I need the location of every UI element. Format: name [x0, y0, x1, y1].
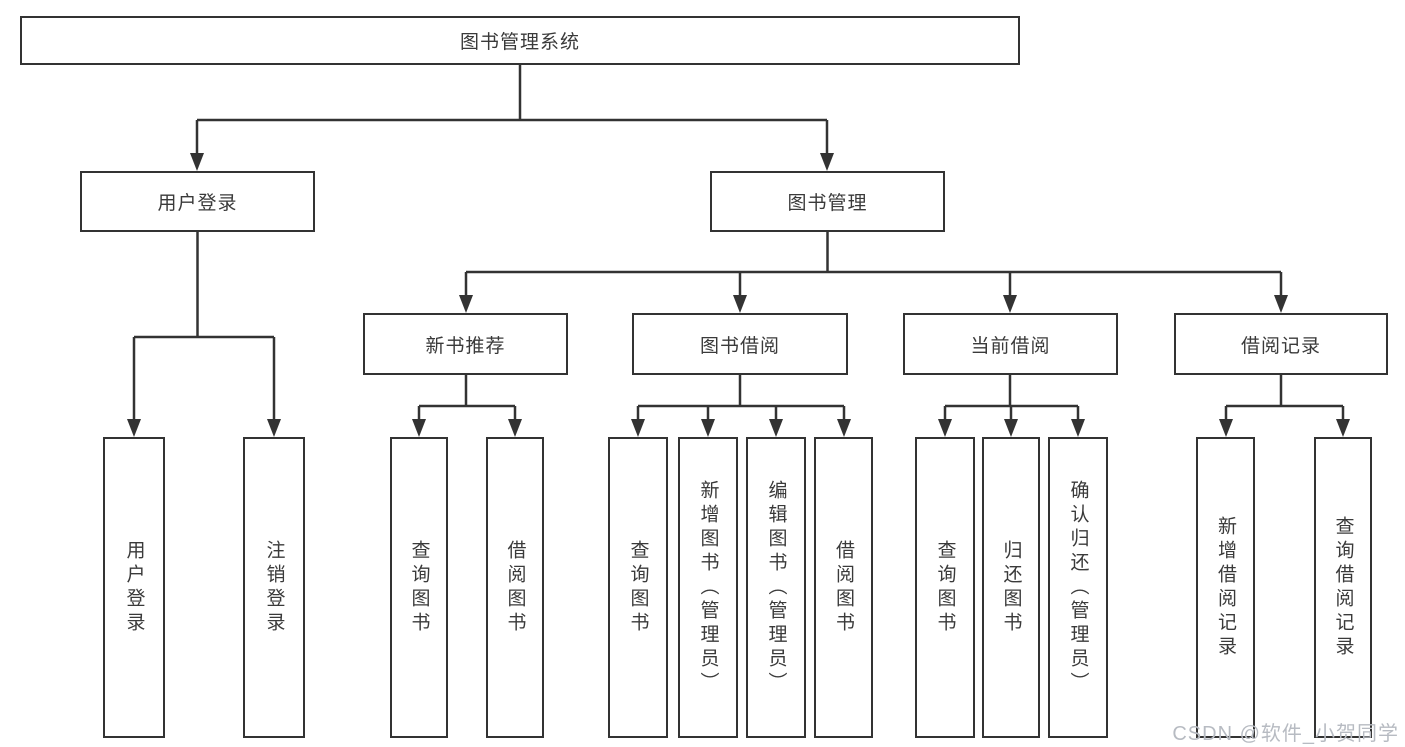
node-user-login: 用户登录 [80, 171, 315, 232]
leaf-logout: 注销登录 [243, 437, 305, 738]
leaf-current-query-books: 查询图书 [915, 437, 975, 738]
leaf-user-login: 用户登录 [103, 437, 165, 738]
leaf-borrow-query-books: 查询图书 [608, 437, 668, 738]
leaf-record-add-borrow-record: 新增借阅记录 [1196, 437, 1255, 738]
leaf-current-return-books: 归还图书 [982, 437, 1040, 738]
leaf-newbook-borrow-books: 借阅图书 [486, 437, 544, 738]
leaf-newbook-query-books: 查询图书 [390, 437, 448, 738]
node-current-borrow: 当前借阅 [903, 313, 1118, 375]
leaf-borrow-borrow-books: 借阅图书 [814, 437, 873, 738]
node-book-manage: 图书管理 [710, 171, 945, 232]
leaf-borrow-add-books-admin: 新增图书（管理员） [678, 437, 738, 738]
node-borrow-record: 借阅记录 [1174, 313, 1388, 375]
leaf-borrow-edit-books-admin: 编辑图书（管理员） [746, 437, 806, 738]
node-book-borrow: 图书借阅 [632, 313, 848, 375]
leaf-record-query-borrow-record: 查询借阅记录 [1314, 437, 1372, 738]
leaf-current-confirm-return-admin: 确认归还（管理员） [1048, 437, 1108, 738]
csdn-watermark: CSDN @软件_小贺同学 [1172, 723, 1399, 745]
node-system-title: 图书管理系统 [20, 16, 1020, 65]
node-new-book-recommend: 新书推荐 [363, 313, 568, 375]
